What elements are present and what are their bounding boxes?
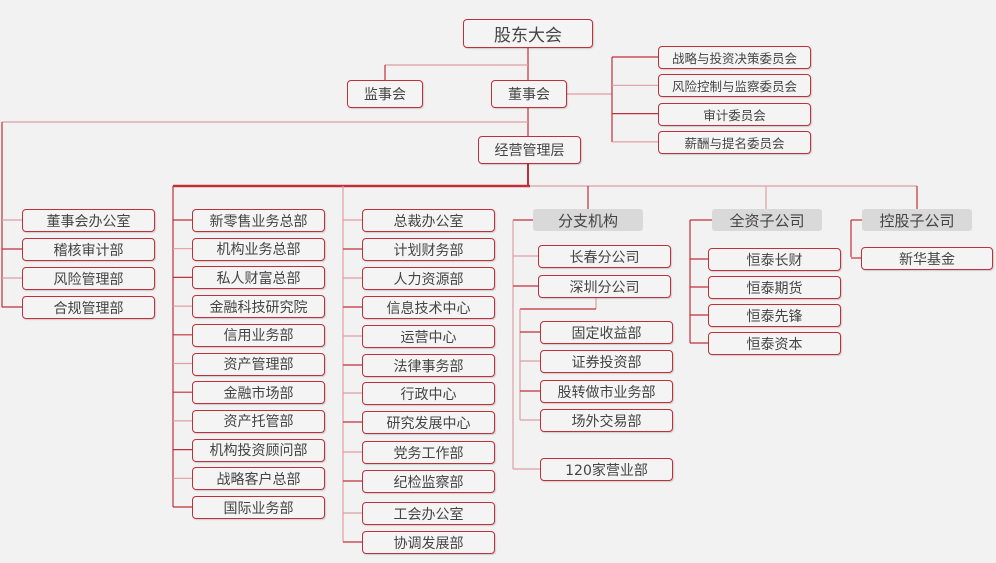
node-business-dept[interactable]: 机构业务总部 [192,237,325,261]
node-board-dept[interactable]: 董事会办公室 [22,209,155,232]
header-branches[interactable]: 分支机构 [533,209,643,231]
node-shenzhen-unit[interactable]: 股转做市业务部 [540,380,673,403]
node-shareholders[interactable]: 股东大会 [463,19,593,48]
node-support-dept[interactable]: 党务工作部 [362,441,495,464]
node-business-dept[interactable]: 资产托管部 [192,409,325,433]
node-board[interactable]: 董事会 [491,80,567,108]
node-business-dept[interactable]: 机构投资顾问部 [192,438,325,462]
node-support-dept[interactable]: 信息技术中心 [362,296,495,319]
node-holding-subsidiary[interactable]: 新华基金 [861,247,993,270]
node-business-dept[interactable]: 新零售业务总部 [192,209,325,232]
node-shenzhen-unit[interactable]: 固定收益部 [540,321,673,344]
header-wholly-owned[interactable]: 全资子公司 [712,209,822,231]
node-support-dept[interactable]: 纪检监察部 [362,470,495,493]
node-board-dept[interactable]: 合规管理部 [22,296,155,319]
node-branch-company[interactable]: 长春分公司 [538,245,671,268]
node-support-dept[interactable]: 总裁办公室 [362,209,495,232]
node-support-dept[interactable]: 法律事务部 [362,354,495,377]
node-business-dept[interactable]: 金融科技研究院 [192,295,325,319]
node-subsidiary[interactable]: 恒泰期货 [708,276,841,299]
node-business-dept[interactable]: 战略客户总部 [192,467,325,491]
node-business-dept[interactable]: 私人财富总部 [192,266,325,290]
node-support-dept[interactable]: 研究发展中心 [362,411,495,434]
node-support-dept[interactable]: 行政中心 [362,382,495,405]
node-support-dept[interactable]: 人力资源部 [362,267,495,290]
node-subsidiary[interactable]: 恒泰先锋 [708,304,841,327]
node-committee[interactable]: 风险控制与监察委员会 [658,74,811,98]
node-business-dept[interactable]: 国际业务部 [192,496,325,519]
node-branch-company[interactable]: 深圳分公司 [538,275,671,298]
node-board-dept[interactable]: 风险管理部 [22,267,155,290]
node-committee[interactable]: 薪酬与提名委员会 [658,130,811,154]
node-shenzhen-unit[interactable]: 场外交易部 [540,409,673,432]
node-support-dept[interactable]: 运营中心 [362,325,495,348]
node-support-dept[interactable]: 协调发展部 [362,531,495,554]
node-shenzhen-unit[interactable]: 证券投资部 [540,350,673,373]
node-committee[interactable]: 审计委员会 [658,102,811,126]
node-subsidiary[interactable]: 恒泰长财 [708,248,841,271]
node-business-dept[interactable]: 金融市场部 [192,381,325,405]
node-subsidiary[interactable]: 恒泰资本 [708,332,841,355]
node-business-dept[interactable]: 资产管理部 [192,352,325,376]
node-support-dept[interactable]: 计划财务部 [362,238,495,261]
node-committee[interactable]: 战略与投资决策委员会 [658,46,811,69]
node-supervisors[interactable]: 监事会 [347,80,423,108]
node-board-dept[interactable]: 稽核审计部 [22,238,155,261]
header-holding[interactable]: 控股子公司 [862,209,972,231]
node-support-dept[interactable]: 工会办公室 [362,502,495,525]
node-branch-offices[interactable]: 120家营业部 [540,458,673,481]
node-business-dept[interactable]: 信用业务部 [192,323,325,347]
node-management[interactable]: 经营管理层 [478,136,581,164]
